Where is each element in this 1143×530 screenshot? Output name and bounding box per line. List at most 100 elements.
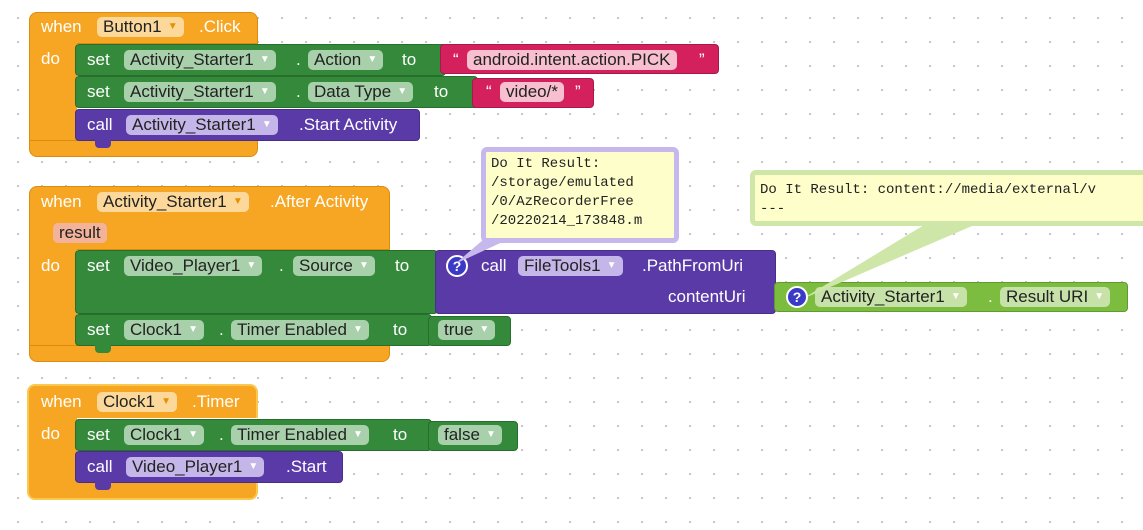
- open-quote: “: [453, 50, 459, 69]
- component-name: Activity_Starter1: [130, 50, 254, 69]
- chevron-down-icon: ▼: [259, 54, 270, 65]
- close-quote: ”: [699, 50, 705, 69]
- event-side: [29, 40, 77, 146]
- chevron-down-icon: ▼: [1094, 291, 1105, 302]
- component-dropdown[interactable]: Video_Player1 ▼: [126, 457, 265, 477]
- chevron-down-icon: ▼: [232, 196, 243, 207]
- do-it-result-bubble-2[interactable]: Do It Result: content://media/external/v…: [750, 170, 1143, 226]
- component-dropdown[interactable]: FileTools1 ▼: [518, 256, 623, 276]
- component-dropdown[interactable]: Activity_Starter1 ▼: [124, 82, 276, 102]
- event-footer: [27, 483, 258, 500]
- chevron-down-icon: ▼: [188, 429, 198, 440]
- boolean-value: true: [444, 320, 474, 339]
- property-name: Data Type: [314, 82, 392, 101]
- property-name: Result URI: [1006, 287, 1089, 306]
- dot-separator: .: [279, 256, 284, 275]
- property-name: Timer Enabled: [237, 320, 347, 339]
- dot-separator: .: [219, 425, 224, 444]
- chevron-down-icon: ▼: [161, 396, 171, 407]
- component-name: Clock1: [130, 320, 182, 339]
- set-label: set: [87, 50, 110, 69]
- to-label: to: [434, 82, 449, 101]
- property-dropdown[interactable]: Source▼: [293, 256, 375, 276]
- component-name: FileTools1: [524, 256, 601, 275]
- component-dropdown[interactable]: Video_Player1 ▼: [124, 256, 263, 276]
- dot-separator: .: [219, 320, 224, 339]
- method-name: .Start Activity: [299, 115, 398, 134]
- component-dropdown[interactable]: Clock1▼: [124, 320, 204, 340]
- property-dropdown[interactable]: Data Type ▼: [308, 82, 414, 102]
- to-label: to: [393, 320, 408, 339]
- event-side: [27, 416, 77, 490]
- close-quote: ”: [575, 82, 581, 101]
- property-name: Timer Enabled: [237, 425, 347, 444]
- set-label: set: [87, 320, 110, 339]
- chevron-down-icon: ▼: [246, 260, 257, 271]
- chevron-down-icon: ▼: [261, 119, 272, 130]
- do-label: do: [41, 424, 60, 443]
- dot-separator: .: [296, 50, 301, 69]
- method-name: .PathFromUri: [642, 256, 744, 275]
- method-name: .Start: [286, 457, 327, 476]
- boolean-dropdown[interactable]: false▼: [438, 425, 502, 445]
- component-name: Clock1: [130, 425, 182, 444]
- block-notch: [95, 345, 111, 353]
- component-dropdown[interactable]: Activity_Starter1▼: [97, 192, 249, 212]
- block-notch: [95, 140, 111, 148]
- component-dropdown[interactable]: Activity_Starter1 ▼: [815, 287, 967, 307]
- component-dropdown[interactable]: Clock1 ▼: [124, 425, 204, 445]
- component-dropdown[interactable]: Button1 ▼: [97, 17, 184, 37]
- chevron-down-icon: ▼: [486, 429, 496, 440]
- to-label: to: [393, 425, 408, 444]
- property-name: Action: [314, 50, 362, 69]
- call-label: call: [87, 457, 113, 476]
- do-it-result-bubble-1[interactable]: Do It Result: /storage/emulated /0/AzRec…: [481, 147, 679, 243]
- component-name: Button1: [103, 17, 162, 36]
- help-icon[interactable]: ?: [786, 286, 808, 308]
- set-label: set: [87, 425, 110, 444]
- to-label: to: [402, 50, 417, 69]
- when-label: when: [41, 192, 82, 211]
- component-name: Video_Player1: [130, 256, 241, 275]
- component-dropdown[interactable]: Activity_Starter1 ▼: [126, 115, 278, 135]
- chevron-down-icon: ▼: [167, 21, 178, 32]
- argument-label: contentUri: [668, 287, 746, 306]
- event-name: .After Activity: [270, 192, 369, 211]
- chevron-down-icon: ▼: [353, 324, 363, 335]
- set-label: set: [87, 82, 110, 101]
- event-name: .Timer: [192, 392, 240, 411]
- call-label: call: [87, 115, 113, 134]
- chevron-down-icon: ▼: [479, 324, 490, 335]
- dot-separator: .: [988, 287, 993, 306]
- help-icon[interactable]: ?: [446, 255, 468, 277]
- text-value-field[interactable]: android.intent.action.PICK: [467, 50, 677, 70]
- component-name: Activity_Starter1: [132, 115, 256, 134]
- component-dropdown[interactable]: Activity_Starter1 ▼: [124, 50, 276, 70]
- event-side: [29, 248, 77, 352]
- chevron-down-icon: ▼: [606, 260, 617, 271]
- property-dropdown[interactable]: Timer Enabled ▼: [231, 425, 369, 445]
- chevron-down-icon: ▼: [248, 461, 259, 472]
- component-name: Activity_Starter1: [130, 82, 254, 101]
- chevron-down-icon: ▼: [353, 429, 363, 440]
- chevron-down-icon: ▼: [950, 291, 961, 302]
- text-value-field[interactable]: video/*: [500, 82, 564, 102]
- boolean-dropdown[interactable]: true ▼: [438, 320, 496, 340]
- result-parameter[interactable]: result: [53, 223, 107, 243]
- chevron-down-icon: ▼: [397, 86, 408, 97]
- set-label: set: [87, 256, 110, 275]
- property-dropdown[interactable]: Action▼: [308, 50, 384, 70]
- component-name: Activity_Starter1: [821, 287, 945, 306]
- dot-separator: .: [296, 82, 301, 101]
- chevron-down-icon: ▼: [259, 86, 270, 97]
- property-dropdown[interactable]: Result URI ▼: [1000, 287, 1111, 307]
- call-label: call: [481, 256, 507, 275]
- component-name: Video_Player1: [132, 457, 243, 476]
- component-dropdown[interactable]: Clock1 ▼: [97, 392, 177, 412]
- when-label: when: [41, 392, 82, 411]
- component-name: Clock1: [103, 392, 155, 411]
- do-label: do: [41, 49, 60, 68]
- property-dropdown[interactable]: Timer Enabled ▼: [231, 320, 369, 340]
- chevron-down-icon: ▼: [358, 260, 369, 271]
